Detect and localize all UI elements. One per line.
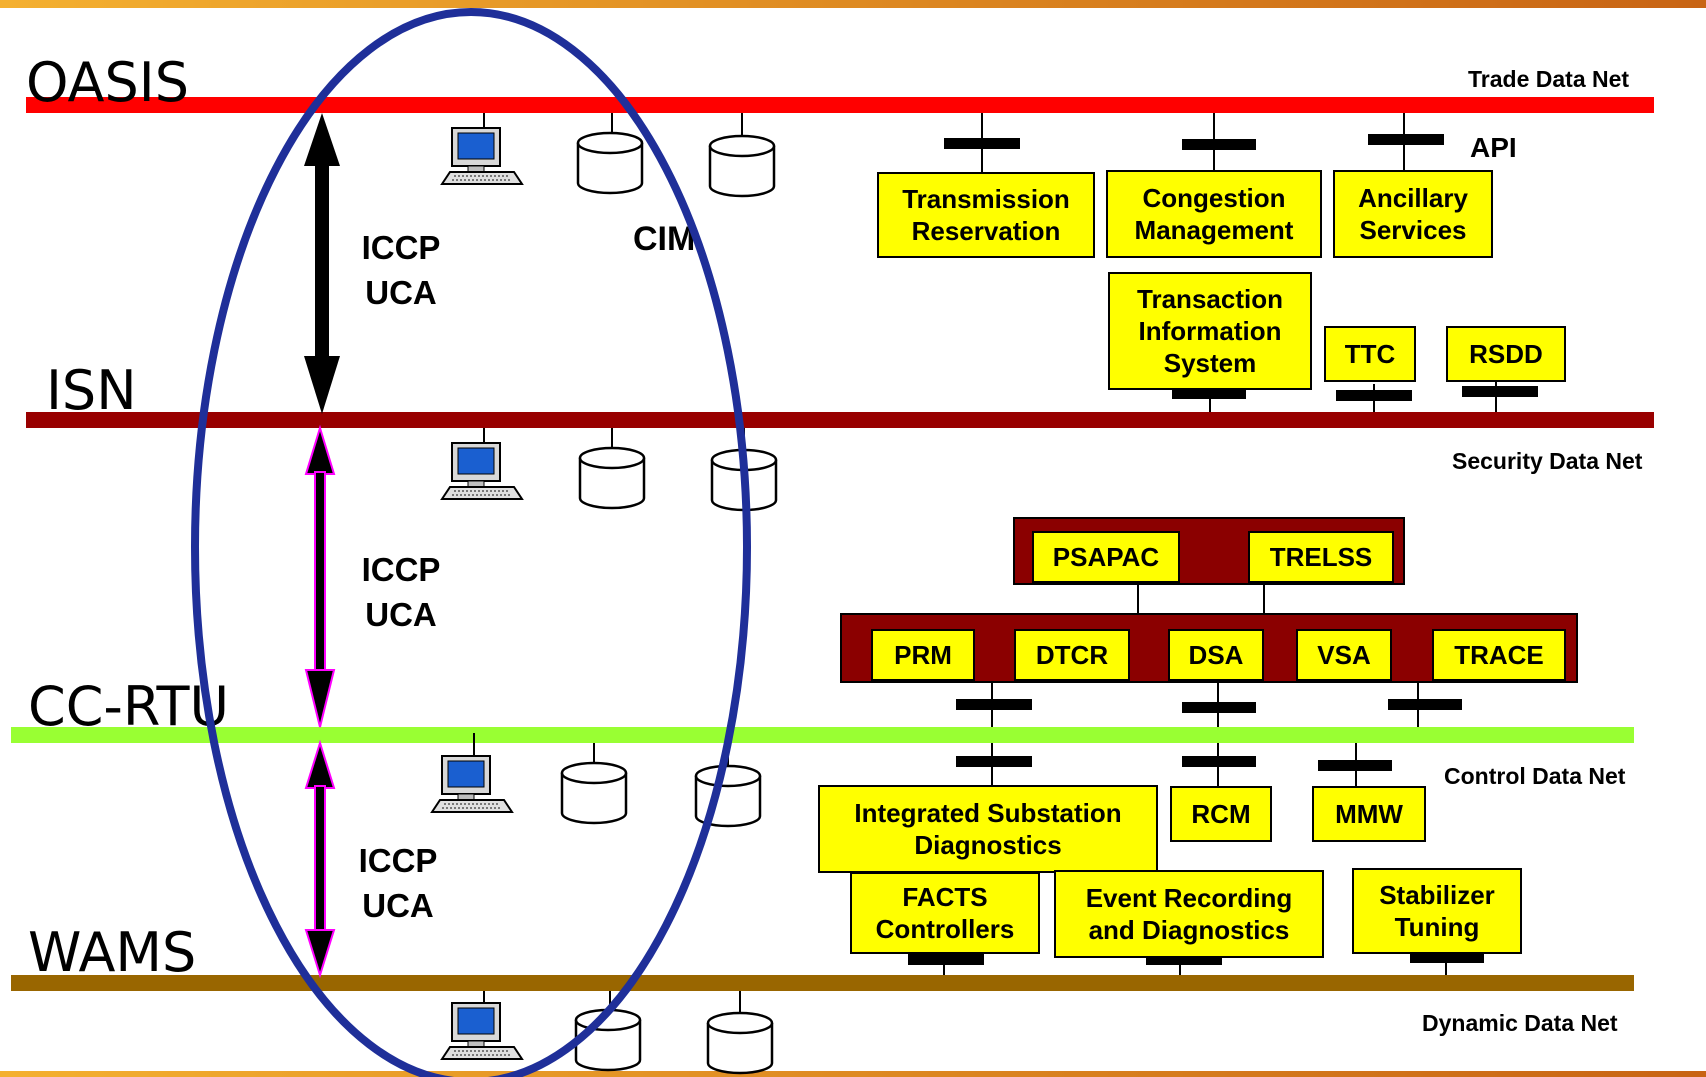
protocol-line2: UCA <box>365 274 437 311</box>
app-psapac: PSAPAC <box>1032 531 1180 583</box>
wams-net-name: WAMS <box>28 921 197 984</box>
protocol-line1: ICCP <box>358 842 438 879</box>
trade-data-net-label: Trade Data Net <box>1468 66 1630 92</box>
database-icon <box>710 448 778 512</box>
security-data-net-bar <box>26 412 1654 428</box>
security-data-net-label: Security Data Net <box>1452 448 1643 474</box>
protocol-line2: UCA <box>365 596 437 633</box>
database-icon <box>574 1008 642 1072</box>
protocol-label-oasis-isn: ICCP UCA <box>346 225 456 315</box>
app-ancillary-services: Ancillary Services <box>1333 170 1493 258</box>
app-trace: TRACE <box>1432 629 1566 681</box>
app-dtcr: DTCR <box>1014 629 1130 681</box>
protocol-line1: ICCP <box>361 551 441 588</box>
workstation-icon <box>431 755 513 813</box>
app-stabilizer-tuning: Stabilizer Tuning <box>1352 868 1522 954</box>
dynamic-data-net-label: Dynamic Data Net <box>1422 1010 1618 1036</box>
database-icon <box>706 1011 774 1075</box>
control-data-net-bar <box>11 727 1634 743</box>
bottom-border-strip <box>0 1071 1706 1077</box>
protocol-line2: UCA <box>362 887 434 924</box>
workstation-icon <box>441 442 523 500</box>
workstation-icon <box>441 1002 523 1060</box>
app-rsdd: RSDD <box>1446 326 1566 382</box>
app-congestion-management: Congestion Management <box>1106 170 1322 258</box>
protocol-label-ccrtu-wams: ICCP UCA <box>343 838 453 928</box>
app-rcm: RCM <box>1170 786 1272 842</box>
app-dsa: DSA <box>1168 629 1264 681</box>
database-icon <box>694 764 762 828</box>
database-icon <box>708 134 776 198</box>
isn-oasis-arrow <box>304 113 340 414</box>
api-label: API <box>1470 132 1517 163</box>
dynamic-data-net-bar <box>11 975 1634 991</box>
cim-label: CIM <box>633 220 696 258</box>
app-prm: PRM <box>871 629 975 681</box>
app-vsa: VSA <box>1296 629 1392 681</box>
app-transaction-information-system: Transaction Information System <box>1108 272 1312 390</box>
trade-data-net-bar <box>26 97 1654 113</box>
app-ttc: TTC <box>1324 326 1416 382</box>
database-icon <box>576 131 644 195</box>
app-facts-controllers: FACTS Controllers <box>850 872 1040 954</box>
app-mmw: MMW <box>1312 786 1426 842</box>
database-icon <box>560 761 628 825</box>
wams-ccrtu-arrow <box>304 739 336 979</box>
protocol-line1: ICCP <box>361 229 441 266</box>
isn-net-name: ISN <box>46 359 137 422</box>
app-event-recording-and-diagnostics: Event Recording and Diagnostics <box>1054 870 1324 958</box>
workstation-icon <box>441 127 523 185</box>
device-drops <box>473 113 745 1015</box>
top-border-strip <box>0 0 1706 8</box>
protocol-label-isn-ccrtu: ICCP UCA <box>346 547 456 637</box>
ccrtu-net-name: CC-RTU <box>28 675 229 738</box>
ccrtu-isn-arrow <box>304 424 336 728</box>
app-integrated-substation-diagnostics: Integrated Substation Diagnostics <box>818 785 1158 873</box>
control-data-net-label: Control Data Net <box>1444 763 1626 789</box>
app-transmission-reservation: Transmission Reservation <box>877 172 1095 258</box>
oasis-net-name: OASIS <box>26 51 189 114</box>
interface-stubs <box>908 134 1538 965</box>
app-trelss: TRELSS <box>1248 531 1394 583</box>
database-icon <box>578 446 646 510</box>
